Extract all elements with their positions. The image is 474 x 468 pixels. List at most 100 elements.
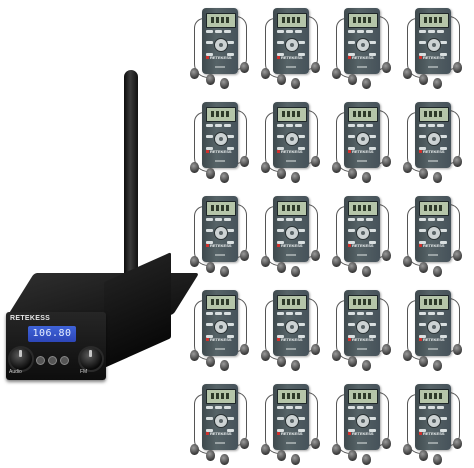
- receiver-button: [277, 135, 284, 138]
- receiver-button: [428, 30, 435, 33]
- receiver-button: [277, 124, 284, 127]
- pocket-receiver: RETEKESS: [403, 196, 467, 280]
- earbud: [220, 172, 229, 183]
- receiver-lcd: [206, 389, 236, 404]
- earbud: [453, 250, 462, 261]
- receiver-dpad: [427, 320, 441, 334]
- receiver-body: RETEKESS: [415, 196, 451, 262]
- earbud: [311, 250, 320, 261]
- earbud: [348, 168, 357, 179]
- receiver-button: [298, 323, 305, 326]
- receiver-dpad: [427, 226, 441, 240]
- receiver-button: [215, 30, 222, 33]
- receiver-button: [206, 229, 213, 232]
- receiver-button: [224, 218, 231, 221]
- receiver-dpad: [427, 38, 441, 52]
- receiver-button: [348, 229, 355, 232]
- receiver-model-mark: [357, 254, 367, 256]
- receiver-body: RETEKESS: [344, 196, 380, 262]
- receiver-brand-logo: RETEKESS: [419, 337, 445, 342]
- receiver-lcd: [419, 107, 449, 122]
- earbud: [206, 356, 215, 367]
- receiver-button: [419, 417, 426, 420]
- receiver-lcd: [419, 13, 449, 28]
- receiver-button: [295, 312, 302, 315]
- receiver-dpad: [285, 226, 299, 240]
- transmitter-side-panel: [104, 252, 171, 368]
- receiver-lcd: [419, 201, 449, 216]
- receiver-body: RETEKESS: [344, 102, 380, 168]
- receiver-body: RETEKESS: [273, 102, 309, 168]
- pocket-receiver: RETEKESS: [332, 384, 396, 468]
- pocket-receiver: RETEKESS: [190, 290, 254, 374]
- earbud: [240, 344, 249, 355]
- earbud: [403, 256, 412, 267]
- receiver-button: [286, 406, 293, 409]
- receiver-body: RETEKESS: [415, 384, 451, 450]
- pocket-receiver: RETEKESS: [403, 8, 467, 92]
- fm-knob-label: FM: [80, 369, 88, 375]
- receiver-brand-logo: RETEKESS: [348, 55, 374, 60]
- earbud: [403, 68, 412, 79]
- receiver-dpad: [285, 320, 299, 334]
- receiver-button: [369, 229, 376, 232]
- receiver-button: [348, 417, 355, 420]
- receiver-dpad: [356, 414, 370, 428]
- receiver-button: [440, 135, 447, 138]
- receiver-button: [206, 312, 213, 315]
- frequency-knob: [78, 346, 104, 372]
- receiver-button: [295, 406, 302, 409]
- receiver-dpad: [427, 132, 441, 146]
- earbud: [382, 156, 391, 167]
- earbud: [362, 266, 371, 277]
- receiver-model-mark: [428, 160, 438, 162]
- receiver-button: [206, 135, 213, 138]
- earbud: [382, 344, 391, 355]
- receiver-button: [440, 323, 447, 326]
- receiver-button: [419, 41, 426, 44]
- receiver-button: [295, 218, 302, 221]
- earbud: [403, 162, 412, 173]
- earbud: [240, 250, 249, 261]
- pocket-receiver: RETEKESS: [190, 196, 254, 280]
- power-jack: [60, 356, 69, 365]
- receiver-body: RETEKESS: [415, 102, 451, 168]
- receiver-model-mark: [215, 442, 225, 444]
- receiver-dpad: [356, 132, 370, 146]
- earbud: [362, 360, 371, 371]
- receiver-button: [369, 135, 376, 138]
- receiver-button: [419, 124, 426, 127]
- receiver-dpad: [214, 132, 228, 146]
- receiver-body: RETEKESS: [202, 290, 238, 356]
- receiver-button: [419, 218, 426, 221]
- earbud: [240, 62, 249, 73]
- receiver-button: [227, 417, 234, 420]
- receiver-brand-logo: RETEKESS: [419, 243, 445, 248]
- transmitter-front-panel: RETEKESS 106.80 Audio FM: [6, 312, 106, 380]
- earbud: [190, 350, 199, 361]
- receiver-lcd: [206, 201, 236, 216]
- receiver-button: [440, 229, 447, 232]
- earbud: [433, 360, 442, 371]
- earbud: [332, 256, 341, 267]
- receiver-button: [419, 406, 426, 409]
- earbud: [433, 172, 442, 183]
- earbud: [332, 68, 341, 79]
- receiver-button: [298, 135, 305, 138]
- earbud: [433, 266, 442, 277]
- pocket-receiver: RETEKESS: [332, 102, 396, 186]
- receiver-model-mark: [428, 442, 438, 444]
- earbud: [348, 450, 357, 461]
- earbud: [382, 62, 391, 73]
- receiver-body: RETEKESS: [202, 196, 238, 262]
- receiver-button: [206, 406, 213, 409]
- receiver-button: [224, 312, 231, 315]
- receiver-brand-logo: RETEKESS: [348, 431, 374, 436]
- receiver-brand-logo: RETEKESS: [277, 431, 303, 436]
- receiver-button: [419, 312, 426, 315]
- earbud: [190, 444, 199, 455]
- receiver-button: [286, 124, 293, 127]
- receiver-button: [206, 30, 213, 33]
- earbud: [277, 450, 286, 461]
